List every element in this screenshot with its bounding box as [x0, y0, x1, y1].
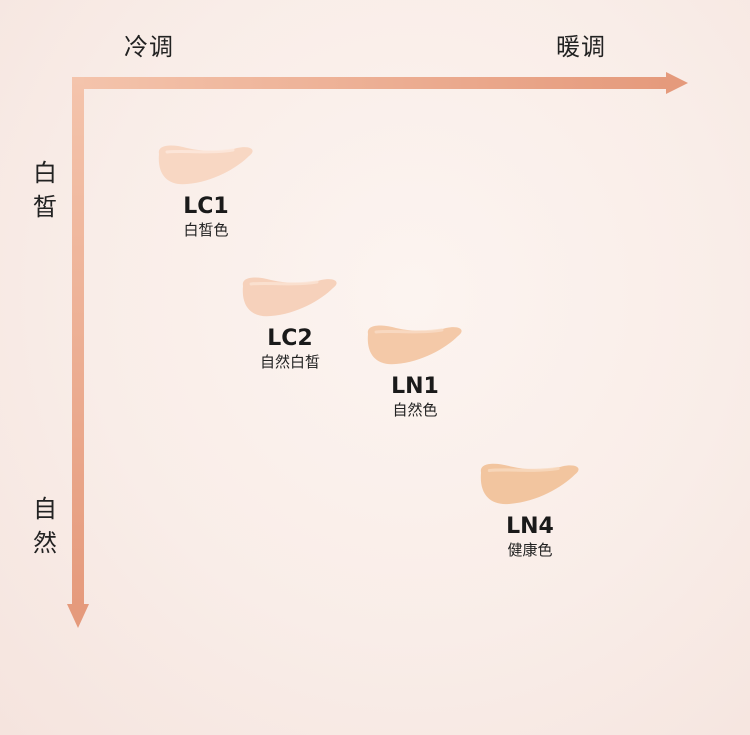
y-axis-line [72, 77, 84, 607]
shade-lc1: LC1 白皙色 [136, 140, 276, 240]
shade-lc2: LC2 自然白皙 [220, 272, 360, 372]
shade-code-lc1: LC1 [183, 194, 229, 219]
y-axis-end-label: 自然 [33, 495, 58, 557]
shade-name-lc1: 白皙色 [183, 221, 229, 239]
shade-code-ln4: LN4 [506, 514, 554, 539]
swatch-lc1 [158, 145, 253, 185]
shade-code-ln1: LN1 [391, 374, 439, 399]
y-axis-arrowhead [67, 604, 89, 628]
y-axis-start-label: 白皙 [33, 159, 58, 221]
shade-name-ln4: 健康色 [507, 541, 553, 559]
shade-code-lc2: LC2 [267, 326, 313, 351]
x-axis-line [72, 77, 668, 89]
swatch-ln4 [480, 463, 579, 505]
swatch-lc2 [242, 277, 337, 317]
x-axis-arrowhead [666, 72, 688, 94]
x-axis-end-label: 暖调 [556, 33, 606, 61]
swatch-ln1 [367, 325, 462, 365]
x-axis-start-label: 冷调 [124, 33, 174, 61]
shade-name-ln1: 自然色 [392, 401, 438, 419]
shade-name-lc2: 自然白皙 [259, 353, 320, 371]
shade-ln4: LN4 健康色 [460, 458, 600, 560]
shade-ln1: LN1 自然色 [345, 320, 485, 420]
